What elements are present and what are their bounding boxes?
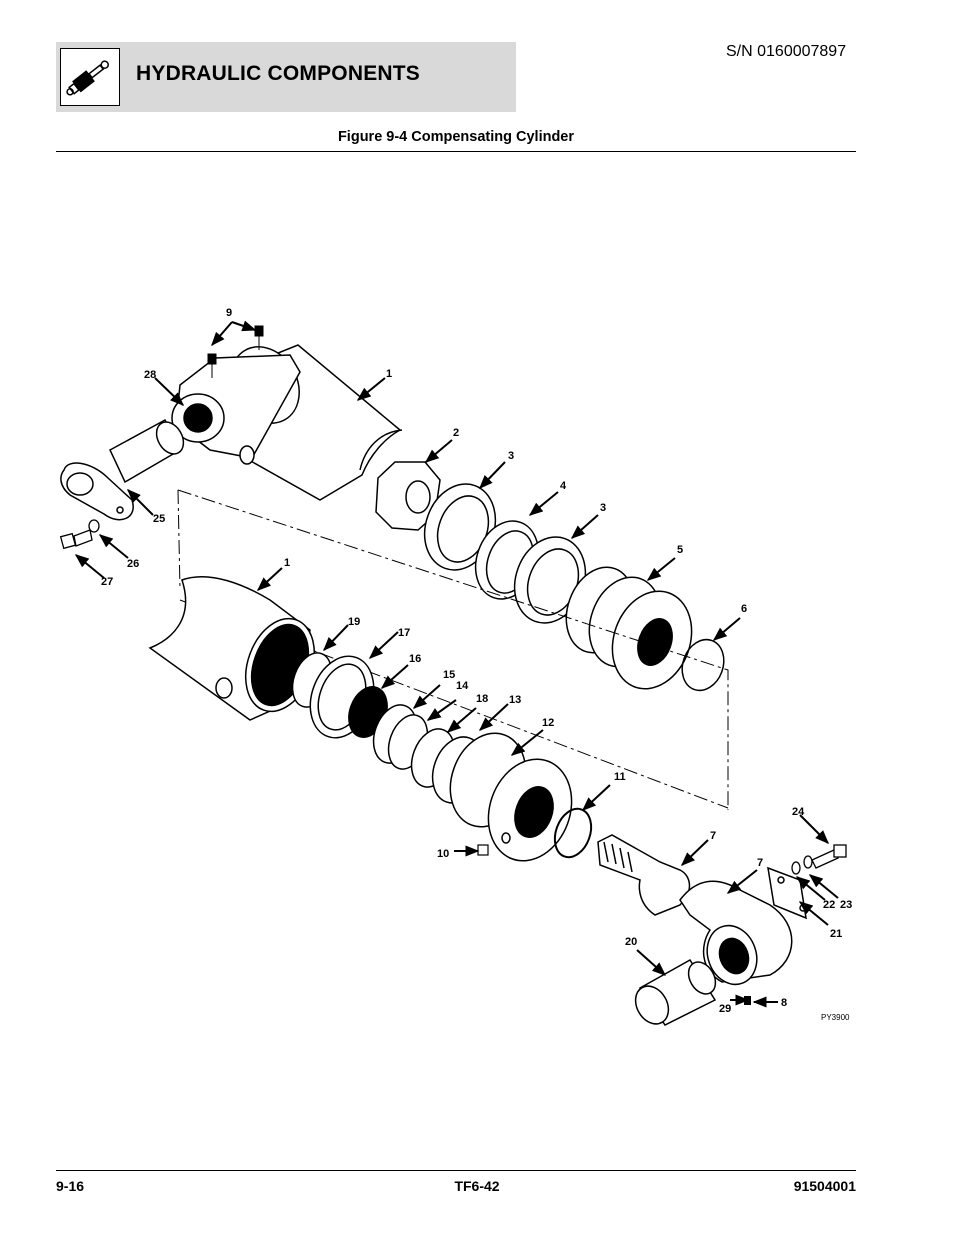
callout-23: 23 bbox=[840, 899, 852, 911]
callout-26: 26 bbox=[127, 558, 139, 570]
callout-19: 19 bbox=[348, 616, 360, 628]
piston-nut bbox=[375, 461, 441, 531]
page-number: 9-16 bbox=[56, 1178, 85, 1194]
pin-with-plate bbox=[60, 418, 185, 521]
o-ring bbox=[681, 638, 725, 692]
callout-22: 22 bbox=[823, 899, 835, 911]
callout-3-a: 3 bbox=[508, 450, 514, 462]
rod-end-block bbox=[171, 354, 301, 465]
callout-1-lower: 1 bbox=[284, 557, 290, 569]
wiper-ring bbox=[553, 807, 593, 859]
section-title: HYDRAULIC COMPONENTS bbox=[136, 62, 421, 85]
callout-12: 12 bbox=[542, 717, 554, 729]
callout-8: 8 bbox=[781, 997, 787, 1009]
callout-24: 24 bbox=[792, 806, 805, 818]
rod-end-eye bbox=[679, 880, 793, 986]
callout-27: 27 bbox=[101, 576, 113, 588]
assembly-centerline bbox=[177, 489, 729, 810]
callout-17: 17 bbox=[398, 627, 410, 639]
callout-18: 18 bbox=[476, 693, 488, 705]
callout-4: 4 bbox=[560, 480, 567, 492]
callout-7-eye: 7 bbox=[757, 857, 763, 869]
piston bbox=[565, 566, 693, 690]
callout-29: 29 bbox=[719, 1003, 731, 1015]
callout-1-upper: 1 bbox=[386, 368, 392, 380]
gland-rings bbox=[291, 652, 388, 739]
leader-arrows bbox=[74, 320, 839, 1008]
footer-rule bbox=[56, 1170, 856, 1171]
model-number: TF6-42 bbox=[454, 1178, 500, 1194]
callout-28: 28 bbox=[144, 369, 156, 381]
callout-10: 10 bbox=[437, 848, 449, 860]
set-screw bbox=[477, 844, 489, 856]
callout-13: 13 bbox=[509, 694, 521, 706]
seal-rings-upper bbox=[423, 483, 587, 624]
callout-9: 9 bbox=[226, 307, 232, 319]
drawing-reference: PY3900 bbox=[821, 1013, 850, 1022]
callout-21: 21 bbox=[830, 928, 842, 940]
callout-16: 16 bbox=[409, 653, 421, 665]
header-band bbox=[56, 42, 516, 112]
piston-rod bbox=[597, 834, 691, 916]
manual-number: 91504001 bbox=[793, 1178, 856, 1194]
callout-6: 6 bbox=[741, 603, 747, 615]
callout-11: 11 bbox=[614, 771, 626, 783]
callout-25: 25 bbox=[153, 513, 165, 525]
callout-2: 2 bbox=[453, 427, 459, 439]
callout-5: 5 bbox=[677, 544, 683, 556]
callout-20: 20 bbox=[625, 936, 637, 948]
hydraulic-cylinder-icon bbox=[60, 48, 120, 106]
callout-7-rod: 7 bbox=[710, 830, 716, 842]
keeper-bolt bbox=[791, 844, 847, 875]
figure-title: Figure 9-4 Compensating Cylinder bbox=[337, 129, 575, 145]
header-rule bbox=[56, 151, 856, 152]
cylinder-head bbox=[449, 732, 573, 862]
serial-number: S/N 0160007897 bbox=[726, 43, 847, 60]
callout-14: 14 bbox=[456, 680, 469, 692]
pivot-pin bbox=[634, 958, 717, 1026]
callout-15: 15 bbox=[443, 669, 455, 681]
bolt-and-washer bbox=[59, 519, 100, 550]
callout-3-b: 3 bbox=[600, 502, 606, 514]
